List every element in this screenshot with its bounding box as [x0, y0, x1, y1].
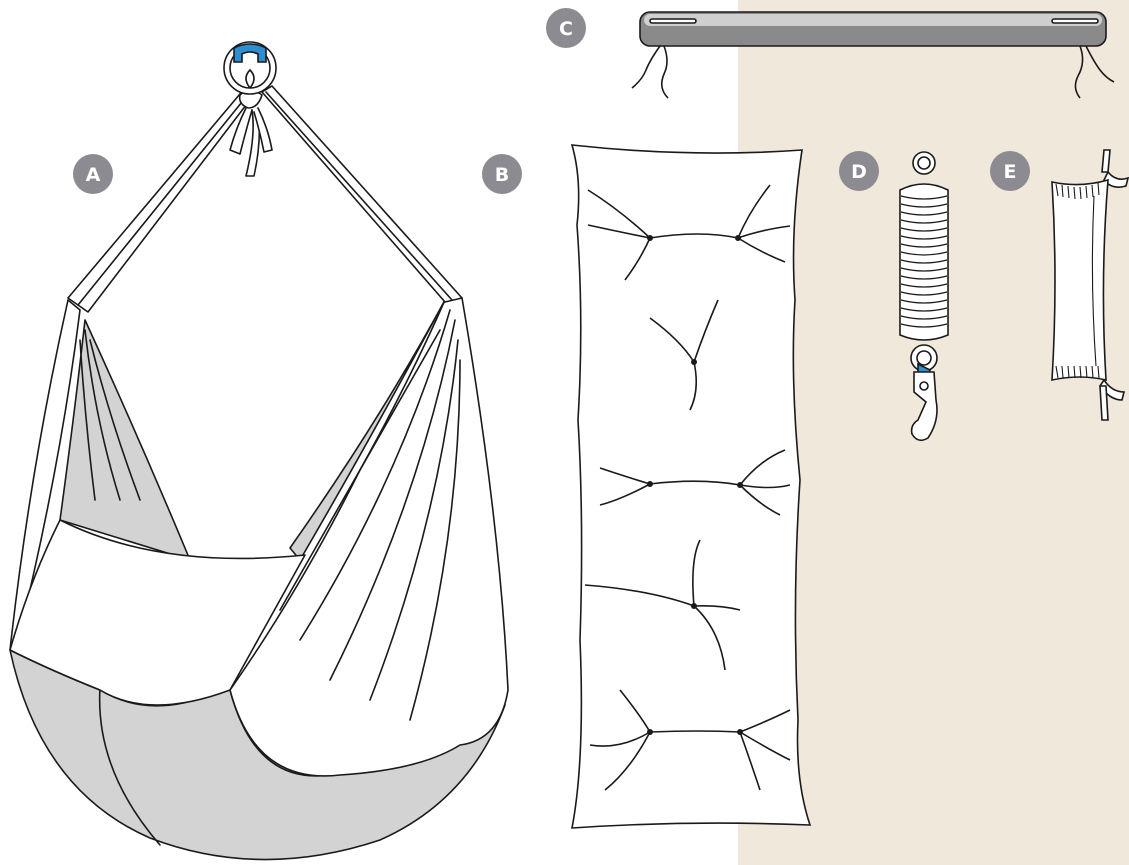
badge-c: C [546, 8, 586, 48]
badge-b: B [482, 154, 522, 194]
badge-a: A [73, 154, 113, 194]
label-e: E [1004, 161, 1017, 183]
label-a: A [86, 164, 101, 186]
label-b: B [495, 164, 509, 186]
ceiling-hook-icon [224, 42, 276, 94]
badge-e: E [990, 151, 1030, 191]
label-c: C [559, 18, 573, 40]
hammock-chair-icon [10, 86, 508, 860]
seat-cushion-icon [572, 145, 810, 828]
label-d: D [851, 161, 867, 183]
badge-d: D [839, 151, 879, 191]
